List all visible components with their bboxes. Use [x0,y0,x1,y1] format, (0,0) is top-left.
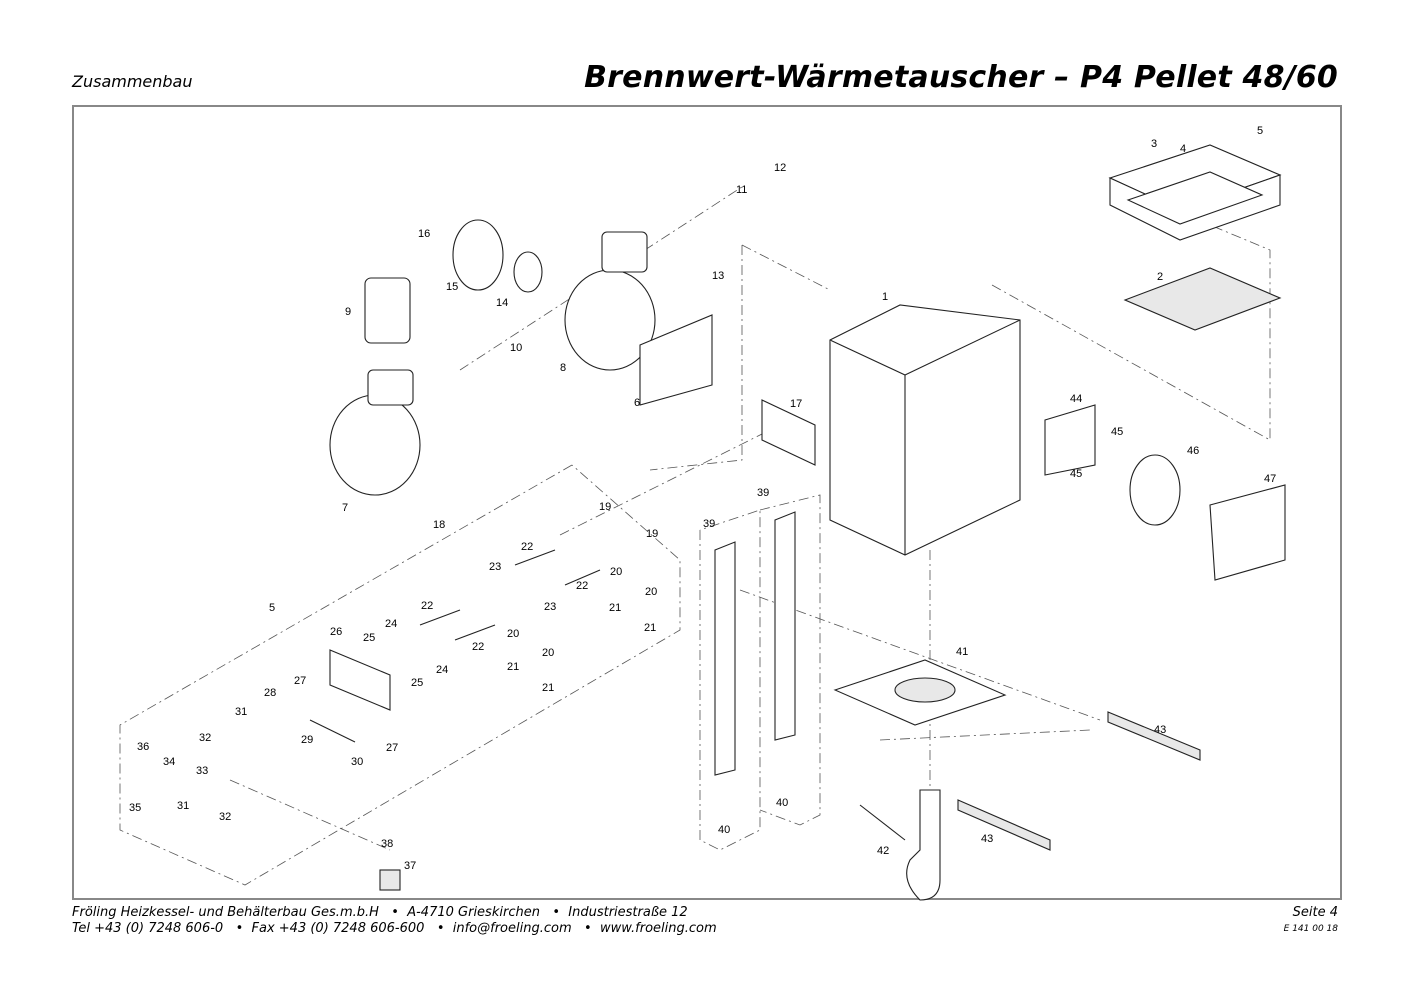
part-label: 16 [418,228,430,240]
part-label: 5 [269,602,275,614]
section-label: Zusammenbau [72,72,193,91]
part-label: 38 [381,838,393,850]
part-label: 34 [163,756,175,768]
part-label: 18 [433,519,445,531]
footer-contact: Tel +43 (0) 7248 606-0 • Fax +43 (0) 724… [72,921,717,936]
part-label: 15 [446,281,458,293]
part-label: 46 [1187,445,1199,457]
part-label: 9 [345,306,351,318]
diagram-frame [72,105,1342,900]
part-label: 30 [351,756,363,768]
part-label: 1 [882,291,888,303]
part-label: 17 [790,398,802,410]
document-code: E 141 00 18 [1283,924,1338,934]
part-label: 31 [235,706,247,718]
part-label: 45 [1070,468,1082,480]
page-number: Seite 4 [1292,905,1338,920]
part-label: 39 [703,518,715,530]
part-label: 2 [1157,271,1163,283]
part-label: 5 [1257,125,1263,137]
part-label: 21 [644,622,656,634]
part-label: 24 [385,618,397,630]
part-label: 27 [294,675,306,687]
part-label: 13 [712,270,724,282]
part-shapes [309,144,1286,901]
assembly-lines [119,184,1271,886]
part-label: 36 [137,741,149,753]
part-label: 27 [386,742,398,754]
part-label: 32 [199,732,211,744]
part-label: 22 [576,580,588,592]
page-title: Brennwert-Wärmetauscher – P4 Pellet 48/6… [584,60,1338,95]
part-label: 4 [1180,143,1186,155]
part-label: 20 [610,566,622,578]
part-label: 44 [1070,393,1082,405]
part-label: 23 [544,601,556,613]
part-label: 3 [1151,138,1157,150]
part-label: 37 [404,860,416,872]
part-label: 41 [956,646,968,658]
part-label: 22 [472,641,484,653]
part-label: 43 [981,833,993,845]
part-label: 19 [646,528,658,540]
part-label: 31 [177,800,189,812]
part-label: 32 [219,811,231,823]
part-label: 40 [718,824,730,836]
part-label: 10 [510,342,522,354]
part-label: 23 [489,561,501,573]
part-labels: 12 11 16 15 14 13 9 10 8 6 1 3 4 5 2 17 … [129,125,1276,872]
part-label: 29 [301,734,313,746]
part-label: 11 [736,184,747,196]
part-label: 7 [342,502,348,514]
part-label: 26 [330,626,342,638]
part-label: 28 [264,687,276,699]
part-label: 35 [129,802,141,814]
part-label: 22 [421,600,433,612]
part-label: 20 [645,586,657,598]
part-label: 45 [1111,426,1123,438]
part-label: 21 [609,602,621,614]
part-label: 24 [436,664,448,676]
part-label: 33 [196,765,208,777]
part-label: 12 [774,162,786,174]
part-label: 20 [542,647,554,659]
part-label: 21 [542,682,554,694]
part-label: 43 [1154,724,1166,736]
part-label: 8 [560,362,566,374]
part-label: 39 [757,487,769,499]
part-label: 19 [599,501,611,513]
part-label: 25 [363,632,375,644]
part-label: 42 [877,845,889,857]
part-label: 21 [507,661,519,673]
part-label: 25 [411,677,423,689]
footer-company-address: Fröling Heizkessel- und Behälterbau Ges.… [72,905,688,920]
part-label: 6 [634,397,640,409]
part-label: 14 [496,297,508,309]
part-label: 40 [776,797,788,809]
part-label: 47 [1264,473,1276,485]
part-label: 22 [521,541,533,553]
part-label: 20 [507,628,519,640]
